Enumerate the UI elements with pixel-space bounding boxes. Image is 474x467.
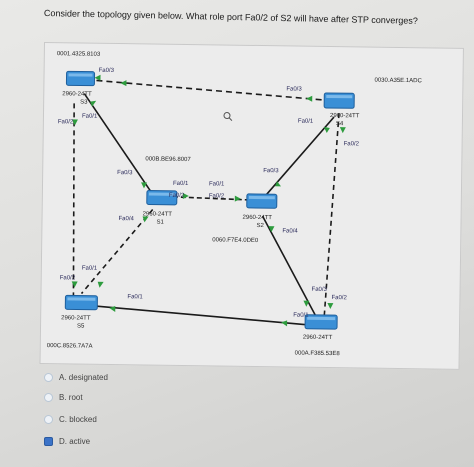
marker: [323, 126, 330, 133]
option-b-label: root: [68, 392, 83, 402]
port-label: Fa0/1: [293, 313, 309, 319]
mac-bottom-left: 000C.8526.7A7A: [47, 343, 93, 350]
port-label: Fa0/1: [209, 181, 225, 187]
option-a-letter: A.: [59, 372, 67, 382]
radio-a[interactable]: [44, 372, 53, 382]
link-s1-s5: [80, 209, 154, 295]
s6-model: 2960-24TT: [303, 335, 333, 341]
marker: [303, 300, 310, 307]
port-label: Fa0/3: [117, 170, 133, 176]
port-label: Fa0/2: [344, 141, 360, 147]
marker: [327, 302, 334, 310]
link-s5-s6: [91, 304, 307, 326]
mac-top-right: 0030.A35E.1ADC: [374, 78, 422, 85]
port-label: Fa0/2: [58, 119, 74, 125]
port-label: Fa0/2: [60, 275, 76, 281]
mac-top-left: 0001.4325.8103: [57, 51, 101, 58]
marker: [275, 181, 282, 187]
mac-s2: 0060.F7E4.0DE0: [212, 237, 259, 244]
port-label: Fa0/1: [173, 181, 189, 187]
switch-s6[interactable]: [304, 314, 338, 330]
port-label: Fa0/1: [127, 294, 143, 300]
marker: [120, 80, 127, 87]
option-c-letter: C.: [59, 414, 67, 424]
link-markers: [71, 74, 346, 327]
radio-b[interactable]: [44, 392, 53, 402]
question-text: Consider the topology given below. What …: [43, 8, 418, 26]
s5-name: S5: [77, 323, 85, 329]
port-label: Fa0/4: [118, 216, 134, 222]
switch-s2[interactable]: [246, 193, 278, 209]
port-label: Fa0/3: [312, 287, 328, 293]
topology-svg: 0001.4325.8103 0030.A35E.1ADC 000B.BE96.…: [47, 51, 423, 358]
link-s4-s6: [323, 113, 340, 317]
option-d-letter: D.: [59, 436, 67, 446]
s4-name: S4: [336, 121, 344, 127]
marker: [109, 306, 116, 313]
marker: [306, 95, 313, 102]
option-a[interactable]: A. designated: [44, 370, 108, 384]
option-c-label: blocked: [69, 414, 97, 424]
switch-s1[interactable]: [146, 189, 178, 206]
radio-c[interactable]: [44, 414, 53, 424]
link-s3-s1: [83, 93, 154, 195]
marker: [234, 195, 241, 202]
port-label: Fa0/3: [99, 68, 115, 74]
s3-name: S3: [80, 100, 88, 106]
marker: [142, 216, 149, 223]
marker: [71, 119, 78, 126]
port-label: Fa0/1: [82, 114, 98, 120]
mac-bottom-right: 000A.F385.53E8: [295, 351, 341, 358]
magnifier-icon: [223, 112, 233, 121]
port-label: Fa0/3: [286, 86, 302, 92]
marker: [90, 100, 97, 107]
port-label: Fa0/2: [209, 193, 225, 199]
port-label: Fa0/1: [82, 266, 98, 272]
option-d-label: active: [69, 436, 91, 446]
port-label: Fa0/4: [282, 228, 298, 234]
marker: [97, 281, 104, 288]
option-b-letter: B.: [59, 392, 67, 402]
marker: [281, 320, 288, 327]
s1-model: 2960-24TT: [143, 211, 173, 217]
s1-name: S1: [156, 220, 164, 226]
switch-s4[interactable]: [323, 92, 355, 109]
link-s3-s5: [72, 103, 75, 299]
port-label: Fa0/2: [169, 193, 185, 199]
marker: [268, 226, 275, 233]
link-s2-s6: [261, 215, 317, 318]
radio-d[interactable]: [44, 436, 53, 446]
option-a-label: designated: [68, 372, 108, 382]
s2-model: 2960-24TT: [243, 215, 273, 221]
option-b[interactable]: B. root: [44, 390, 83, 404]
topology-diagram: 0001.4325.8103 0030.A35E.1ADC 000B.BE96.…: [39, 42, 464, 370]
marker: [71, 281, 78, 288]
marker: [94, 74, 101, 81]
switch-s3[interactable]: [65, 70, 96, 87]
port-label: Fa0/3: [263, 168, 279, 174]
option-c[interactable]: C. blocked: [44, 412, 97, 426]
link-s4-s2: [260, 116, 335, 202]
marker: [141, 182, 148, 189]
s4-model: 2960-24TT: [330, 113, 360, 119]
s5-model: 2960-24TT: [61, 315, 91, 321]
switch-s5[interactable]: [64, 294, 98, 311]
s2-name: S2: [256, 223, 264, 229]
link-s3-s4: [86, 78, 337, 102]
port-label: Fa0/1: [298, 119, 314, 125]
mac-s1: 000B.BE96.8007: [145, 156, 191, 163]
links: [72, 78, 340, 326]
port-label: Fa0/2: [331, 295, 347, 301]
marker: [339, 127, 346, 134]
marker: [182, 192, 189, 199]
option-d[interactable]: D. active: [44, 434, 90, 448]
s3-model: 2960-24TT: [62, 91, 92, 97]
